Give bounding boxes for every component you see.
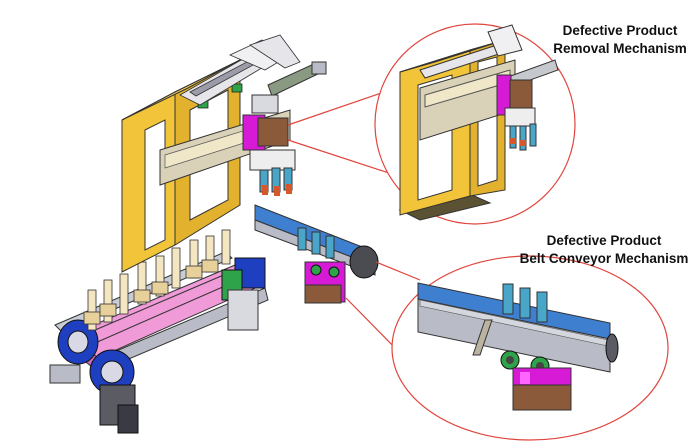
removal-mechanism-closeup <box>398 24 559 221</box>
conveyor-callout-label: Defective Product Belt Conveyor Mechanis… <box>508 232 700 268</box>
removal-callout-label: Defective Product Removal Mechanism <box>540 22 700 58</box>
product-tubes <box>83 229 231 331</box>
removal-label-line2: Removal Mechanism <box>553 41 687 56</box>
callout-leader-line <box>287 139 396 176</box>
callout-leader-line <box>375 261 421 281</box>
callout-leader-line <box>287 89 391 126</box>
conveyor-label-line2: Belt Conveyor Mechanism <box>519 251 689 266</box>
infeed-conveyor <box>49 251 269 434</box>
main-machine-illustration <box>49 34 379 434</box>
reject-belt-conveyor <box>254 204 379 304</box>
removal-head <box>242 114 296 196</box>
conveyor-callout <box>345 255 669 441</box>
removal-callout <box>287 23 576 225</box>
belt-conveyor-closeup <box>417 282 619 411</box>
removal-label-line1: Defective Product <box>562 23 678 38</box>
cable-chain <box>179 34 301 106</box>
pneumatic-cylinder <box>251 61 327 114</box>
conveyor-label-line1: Defective Product <box>546 233 662 248</box>
removal-gantry-frame <box>121 59 291 273</box>
